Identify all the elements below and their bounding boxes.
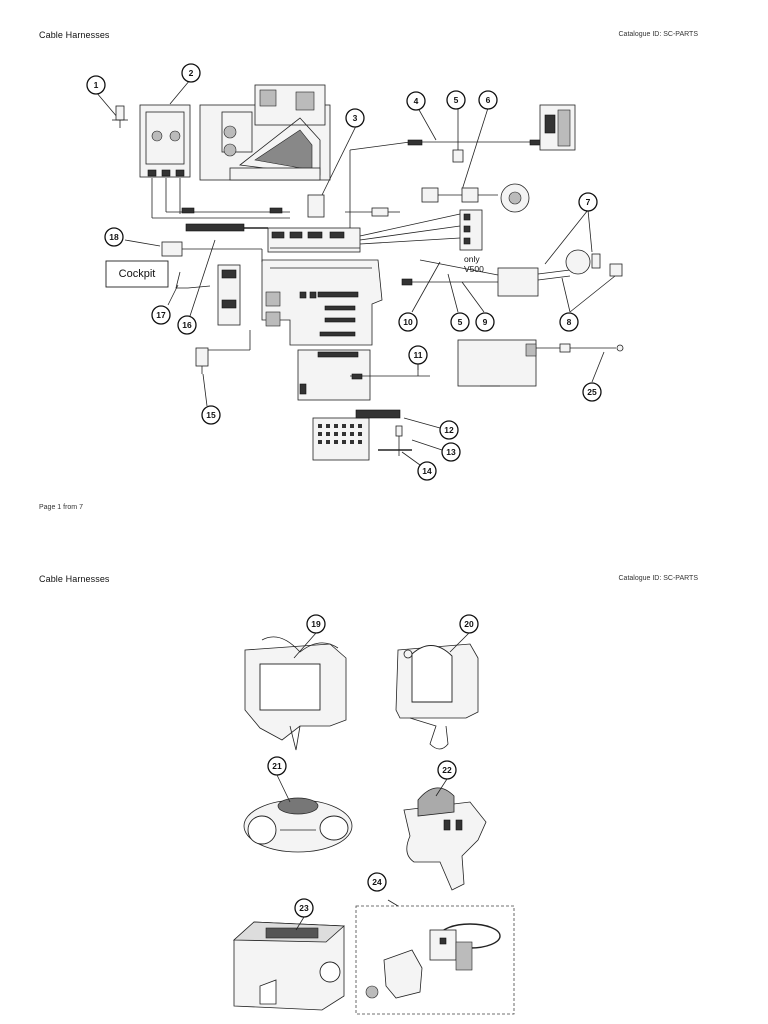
leader-lines-page2: [276, 632, 470, 931]
callout-3: 3: [345, 108, 365, 128]
wiring-diagram: Cockpit only V500 1 2 3 4 5 6 7 18 17: [86, 63, 624, 481]
callout-11: 11: [408, 345, 428, 365]
callout-17: 17: [151, 305, 171, 325]
svg-text:2: 2: [189, 68, 194, 78]
callout-13: 13: [441, 442, 461, 462]
engine-unit: [199, 84, 331, 218]
svg-text:7: 7: [586, 197, 591, 207]
part-19-cable-clip: [244, 636, 347, 751]
only-note-line1: only: [464, 254, 480, 264]
callout-16: 16: [177, 315, 197, 335]
callout-14: 14: [417, 461, 437, 481]
callout-8: 8: [559, 312, 579, 332]
part-23-cable-block: [232, 921, 346, 1011]
svg-text:9: 9: [483, 317, 488, 327]
page-footer: Page 1 from 7: [39, 504, 83, 511]
callout-15: 15: [201, 405, 221, 425]
callout-10: 10: [398, 312, 418, 332]
callout-5-top: 5: [446, 90, 466, 110]
connector-module: [312, 409, 412, 461]
svg-text:4: 4: [414, 96, 419, 106]
part-5-fuse: [452, 108, 464, 163]
svg-text:23: 23: [299, 903, 309, 913]
callout-24: 24: [367, 872, 387, 892]
cable-clips-diagram: 19 20 21 22 23 24: [232, 614, 515, 1015]
callout-21: 21: [267, 756, 287, 776]
part-20-cable-clip: [395, 643, 479, 750]
svg-text:24: 24: [372, 877, 382, 887]
svg-text:5: 5: [454, 95, 459, 105]
callout-2: 2: [181, 63, 201, 83]
catalogue-id: Catalogue ID: SC-PARTS: [618, 575, 699, 582]
part-22-clamp: [403, 787, 487, 891]
lower-harness: [297, 349, 430, 401]
callout-25: 25: [582, 382, 602, 402]
svg-text:21: 21: [272, 761, 282, 771]
main-controller-board: [261, 259, 383, 346]
display-unit: [539, 104, 576, 151]
harness-board: [185, 223, 361, 253]
cockpit-label: Cockpit: [119, 268, 156, 280]
callout-9: 9: [475, 312, 495, 332]
part-2-control-box: [139, 79, 290, 219]
svg-text:1: 1: [94, 80, 99, 90]
svg-text:19: 19: [311, 619, 321, 629]
leader-lines: [124, 125, 485, 466]
cockpit-box: Cockpit: [105, 260, 169, 288]
callout-19: 19: [306, 614, 326, 634]
callout-7: 7: [578, 192, 598, 212]
wire-4: [349, 107, 545, 228]
page-header-title: Cable Harnesses: [39, 574, 110, 584]
svg-text:22: 22: [442, 765, 452, 775]
callout-23: 23: [294, 898, 314, 918]
svg-text:14: 14: [422, 466, 432, 476]
callout-5-bottom: 5: [450, 312, 470, 332]
catalogue-page-2: Cable Harnesses Catalogue ID: SC-PARTS: [0, 540, 768, 1024]
only-note-line2: V500: [464, 264, 484, 274]
svg-text:6: 6: [486, 95, 491, 105]
svg-text:16: 16: [182, 320, 192, 330]
svg-text:11: 11: [414, 350, 423, 360]
svg-text:15: 15: [206, 410, 216, 420]
catalogue-page-1: Cable Harnesses Catalogue ID: SC-PARTS: [39, 30, 699, 511]
svg-text:12: 12: [444, 425, 454, 435]
part-1-connector: [95, 91, 128, 128]
callout-18: 18: [104, 227, 124, 247]
part-25-box: [457, 339, 624, 387]
callout-6: 6: [478, 90, 498, 110]
page-header-title: Cable Harnesses: [39, 30, 110, 40]
part-21-grommet: [243, 797, 353, 853]
distribution-block: [345, 207, 483, 251]
svg-text:17: 17: [156, 310, 166, 320]
part-24-clamp-kit: [355, 899, 515, 1015]
svg-text:18: 18: [109, 232, 119, 242]
svg-text:25: 25: [587, 387, 597, 397]
callout-22: 22: [437, 760, 457, 780]
svg-text:5: 5: [458, 317, 463, 327]
callout-1: 1: [86, 75, 106, 95]
svg-text:3: 3: [353, 113, 358, 123]
cockpit-harness: [161, 241, 263, 374]
part-6-connector: [421, 107, 530, 213]
part-7-8-module: [401, 209, 623, 313]
svg-text:10: 10: [403, 317, 413, 327]
svg-text:20: 20: [464, 619, 474, 629]
svg-text:8: 8: [567, 317, 572, 327]
callout-4: 4: [406, 91, 426, 111]
svg-text:13: 13: [446, 447, 456, 457]
callout-20: 20: [459, 614, 479, 634]
callout-12: 12: [439, 420, 459, 440]
catalogue-id: Catalogue ID: SC-PARTS: [618, 31, 699, 38]
